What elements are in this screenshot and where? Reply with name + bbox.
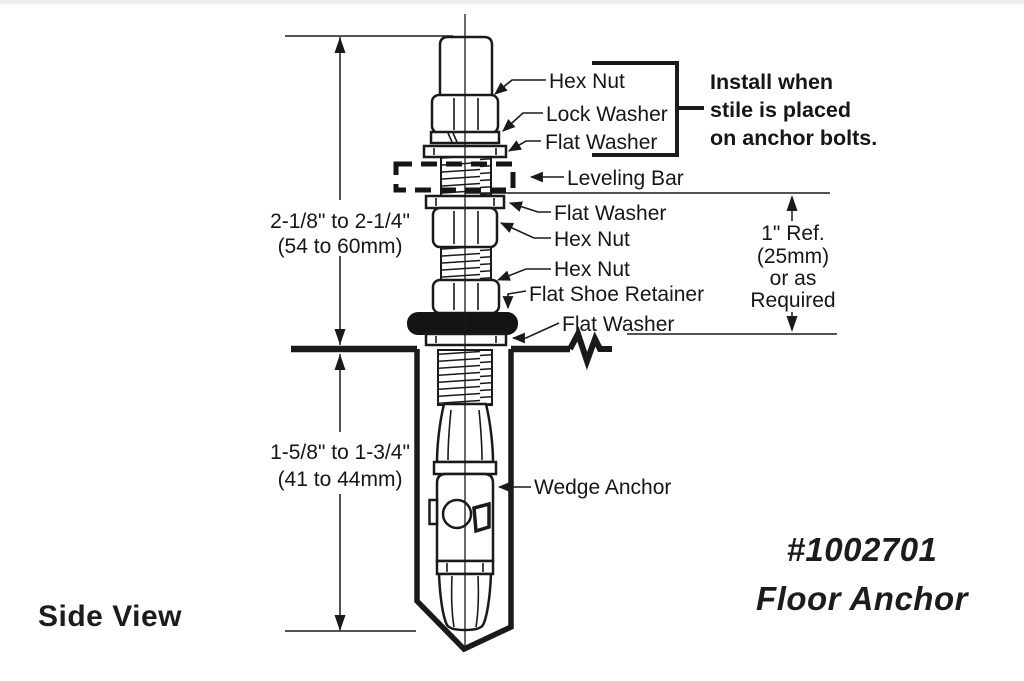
label-hex-nut-lower: Hex Nut [554,258,630,281]
wedge-anchor-part [428,402,498,632]
dim-embedment-imperial: 1-5/8" to 1-3/4" [270,441,410,464]
leader-flat-washer-mid [508,201,551,213]
label-flat-shoe-retainer: Flat Shoe Retainer [529,283,704,306]
dim-ref-line2: (25mm) [757,245,829,268]
label-wedge-anchor: Wedge Anchor [534,476,671,499]
dimension-exposure: 2-1/8" to 2-1/4" (54 to 60mm) [270,35,453,345]
dimension-reference: 1" Ref. (25mm) or as Required [465,192,837,335]
flat-washer-floor-part [424,332,508,347]
label-flat-washer-top: Flat Washer [545,131,657,154]
label-hex-nut-mid: Hex Nut [554,228,630,251]
leader-hex-nut-lower [496,268,551,281]
install-note-line1: Install when [710,70,833,94]
leader-lines [494,79,564,493]
leader-flat-shoe-retainer [502,290,527,310]
dim-ref-line3: or as [770,267,817,290]
part-labels: Hex Nut Lock Washer Flat Washer Leveling… [529,70,704,499]
threaded-rod-mid2 [440,246,492,282]
drilled-hole-outline [414,349,514,653]
leader-hex-nut-mid [500,222,551,239]
label-leveling-bar: Leveling Bar [567,167,684,190]
dim-embedment-metric: (41 to 44mm) [278,468,403,491]
label-flat-washer-mid: Flat Washer [554,202,666,225]
dimension-embedment: 1-5/8" to 1-3/4" (41 to 44mm) [270,354,416,632]
dim-ref-line4: Required [750,289,835,312]
install-note-line2: stile is placed [710,98,851,122]
dim-ref-line1: 1" Ref. [761,222,824,245]
install-note-bracket: Install when stile is placed on anchor b… [592,61,877,157]
break-symbol [567,326,612,371]
leveling-bar-part [393,161,516,193]
hex-nut-lower-part [431,278,501,315]
part-name: Floor Anchor [756,580,970,617]
page-top-edge [0,0,1024,4]
leader-flat-washer-top [508,140,541,152]
floor-surface [291,326,612,371]
label-hex-nut-top: Hex Nut [549,70,625,93]
leader-flat-washer-floor [511,322,560,344]
label-flat-washer-floor: Flat Washer [562,313,674,336]
part-number: #1002701 [787,531,938,568]
install-note-line3: on anchor bolts. [710,126,877,150]
dim-exposure-imperial: 2-1/8" to 2-1/4" [270,210,410,233]
leader-lock-washer [502,112,543,132]
dim-exposure-metric: (54 to 60mm) [278,235,403,258]
leader-hex-nut-top [494,79,546,95]
label-lock-washer: Lock Washer [546,103,668,126]
flat-shoe-retainer-part [407,312,518,335]
threaded-rod-top [438,35,494,99]
view-title: Side View [38,600,182,633]
